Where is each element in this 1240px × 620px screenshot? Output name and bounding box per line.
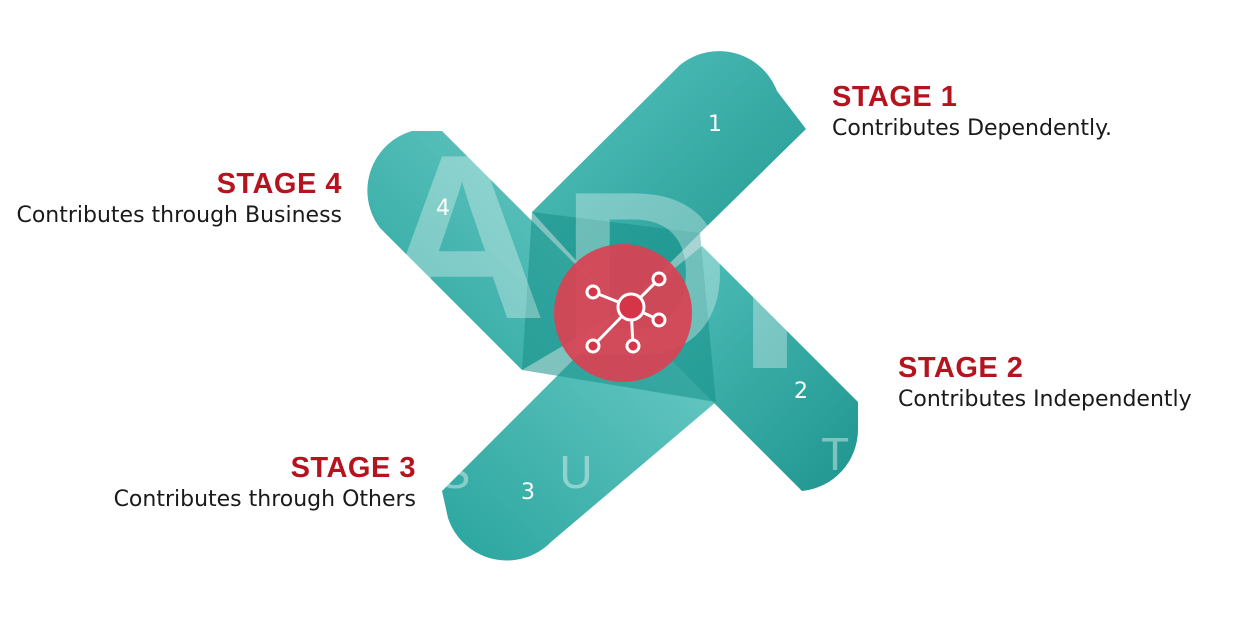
stage-1-title: STAGE 1 bbox=[832, 81, 958, 113]
watermark-letter-i: I bbox=[737, 155, 802, 418]
stage-2-description: Contributes Independently bbox=[898, 387, 1192, 412]
stage-4-description: Contributes through Business bbox=[16, 203, 342, 228]
network-hub-icon bbox=[585, 271, 667, 354]
stage-3-title: STAGE 3 bbox=[290, 452, 416, 484]
stage-2-title: STAGE 2 bbox=[898, 352, 1024, 384]
stage-1-description: Contributes Dependently. bbox=[832, 116, 1113, 141]
petal-2-number: 2 bbox=[794, 379, 808, 404]
stage-3-description: Contributes through Others bbox=[113, 487, 416, 512]
stage-3-block: STAGE 3 Contributes through Others bbox=[114, 451, 416, 515]
watermark-letter-s: S bbox=[440, 446, 471, 498]
petal-3-number: 3 bbox=[521, 480, 535, 505]
stage-2-block: STAGE 2 Contributes Independently bbox=[898, 351, 1192, 415]
stage-4-block: STAGE 4 Contributes through Business bbox=[16, 167, 342, 231]
watermark-letter-u: U bbox=[559, 446, 592, 498]
stage-4-title: STAGE 4 bbox=[216, 168, 342, 200]
petal-1-number: 1 bbox=[708, 112, 722, 137]
watermark-letter-a: A bbox=[377, 105, 547, 368]
petal-4-number: 4 bbox=[436, 196, 450, 221]
watermark-letter-t: T bbox=[821, 428, 849, 480]
stage-1-block: STAGE 1 Contributes Dependently. bbox=[832, 80, 1112, 144]
